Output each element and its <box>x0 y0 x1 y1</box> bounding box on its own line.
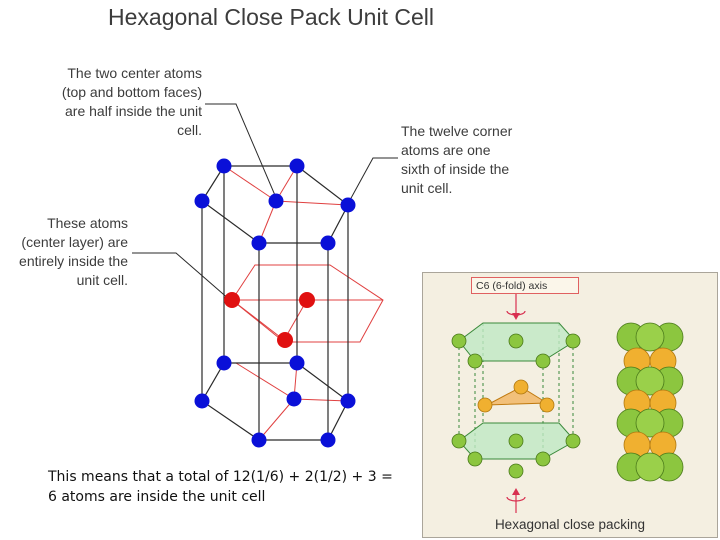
orange-atom <box>539 397 555 413</box>
green-atom <box>535 451 551 467</box>
center-layer-atoms <box>224 292 315 348</box>
callout-line: are half inside the unit <box>65 103 202 119</box>
corner-atom <box>340 197 356 213</box>
callout-line: sixth of inside the <box>401 161 510 177</box>
corner-atom <box>251 235 267 251</box>
leader-line-center-atoms <box>205 103 278 201</box>
callout-line: These atoms <box>47 215 128 231</box>
callout-line: cell. <box>177 122 202 138</box>
corner-atom <box>216 355 232 371</box>
green-atom <box>508 463 524 479</box>
green-atom <box>467 353 483 369</box>
callout-line: (center layer) are <box>21 234 128 250</box>
inset-caption: Hexagonal close packing <box>494 517 646 532</box>
face-center-atom <box>286 391 302 407</box>
callout-center-layer: These atoms (center layer) are entirely … <box>4 214 128 290</box>
corner-atom <box>289 158 305 174</box>
top-plate-atoms <box>451 333 581 369</box>
green-atom <box>451 433 467 449</box>
hcp-packing-illustration <box>451 293 684 513</box>
callout-line: unit cell. <box>401 180 453 196</box>
c6-axis-label: C6 (6-fold) axis <box>471 277 579 294</box>
orange-atom <box>513 379 529 395</box>
c6-axis <box>506 293 526 513</box>
leader-lines <box>132 103 398 301</box>
middle-triangle <box>486 386 549 406</box>
page-title: Hexagonal Close Pack Unit Cell <box>108 4 434 30</box>
center-layer-atom <box>299 292 315 308</box>
corner-atom <box>289 355 305 371</box>
green-atom <box>467 451 483 467</box>
summary-text: This means that a total of 12(1/6) + 2(1… <box>48 467 393 507</box>
callout-line: unit cell. <box>76 272 128 288</box>
corner-atom <box>320 432 336 448</box>
corner-atom <box>251 432 267 448</box>
summary-line-1: This means that a total of 12(1/6) + 2(1… <box>48 469 393 485</box>
stacked-sphere-column <box>616 322 684 482</box>
corner-atom <box>216 158 232 174</box>
summary-line-2: 6 atoms are inside the unit cell <box>48 489 266 505</box>
hcp-packing-inset: C6 (6-fold) axis Hexagonal close packing <box>422 272 718 538</box>
callout-line: The two center atoms <box>67 65 202 81</box>
corner-atom <box>340 393 356 409</box>
orange-atom <box>477 397 493 413</box>
leader-line-corner-atoms <box>349 157 398 201</box>
callout-line: (top and bottom faces) <box>61 84 202 100</box>
callout-center-atoms: The two center atoms (top and bottom fac… <box>40 64 202 140</box>
face-center-atom <box>268 193 284 209</box>
green-atom <box>508 433 524 449</box>
green-atom <box>508 333 524 349</box>
green-atom <box>565 433 581 449</box>
callout-line: atoms are one <box>401 142 491 158</box>
corner-atom <box>194 193 210 209</box>
top-layer-atoms <box>194 158 356 251</box>
corner-atom <box>194 393 210 409</box>
bottom-plate-atoms <box>451 433 581 479</box>
callout-line: The twelve corner <box>401 123 513 139</box>
middle-layer-atoms <box>477 379 555 413</box>
green-atom <box>535 353 551 369</box>
callout-line: entirely inside the <box>19 253 128 269</box>
center-layer-atom <box>277 332 293 348</box>
center-layer-atom <box>224 292 240 308</box>
corner-atom <box>320 235 336 251</box>
bottom-layer-atoms <box>194 355 356 448</box>
green-atom <box>565 333 581 349</box>
leader-line-center-layer <box>132 252 231 301</box>
green-atom <box>451 333 467 349</box>
callout-corner-atoms: The twelve corner atoms are one sixth of… <box>401 122 561 198</box>
